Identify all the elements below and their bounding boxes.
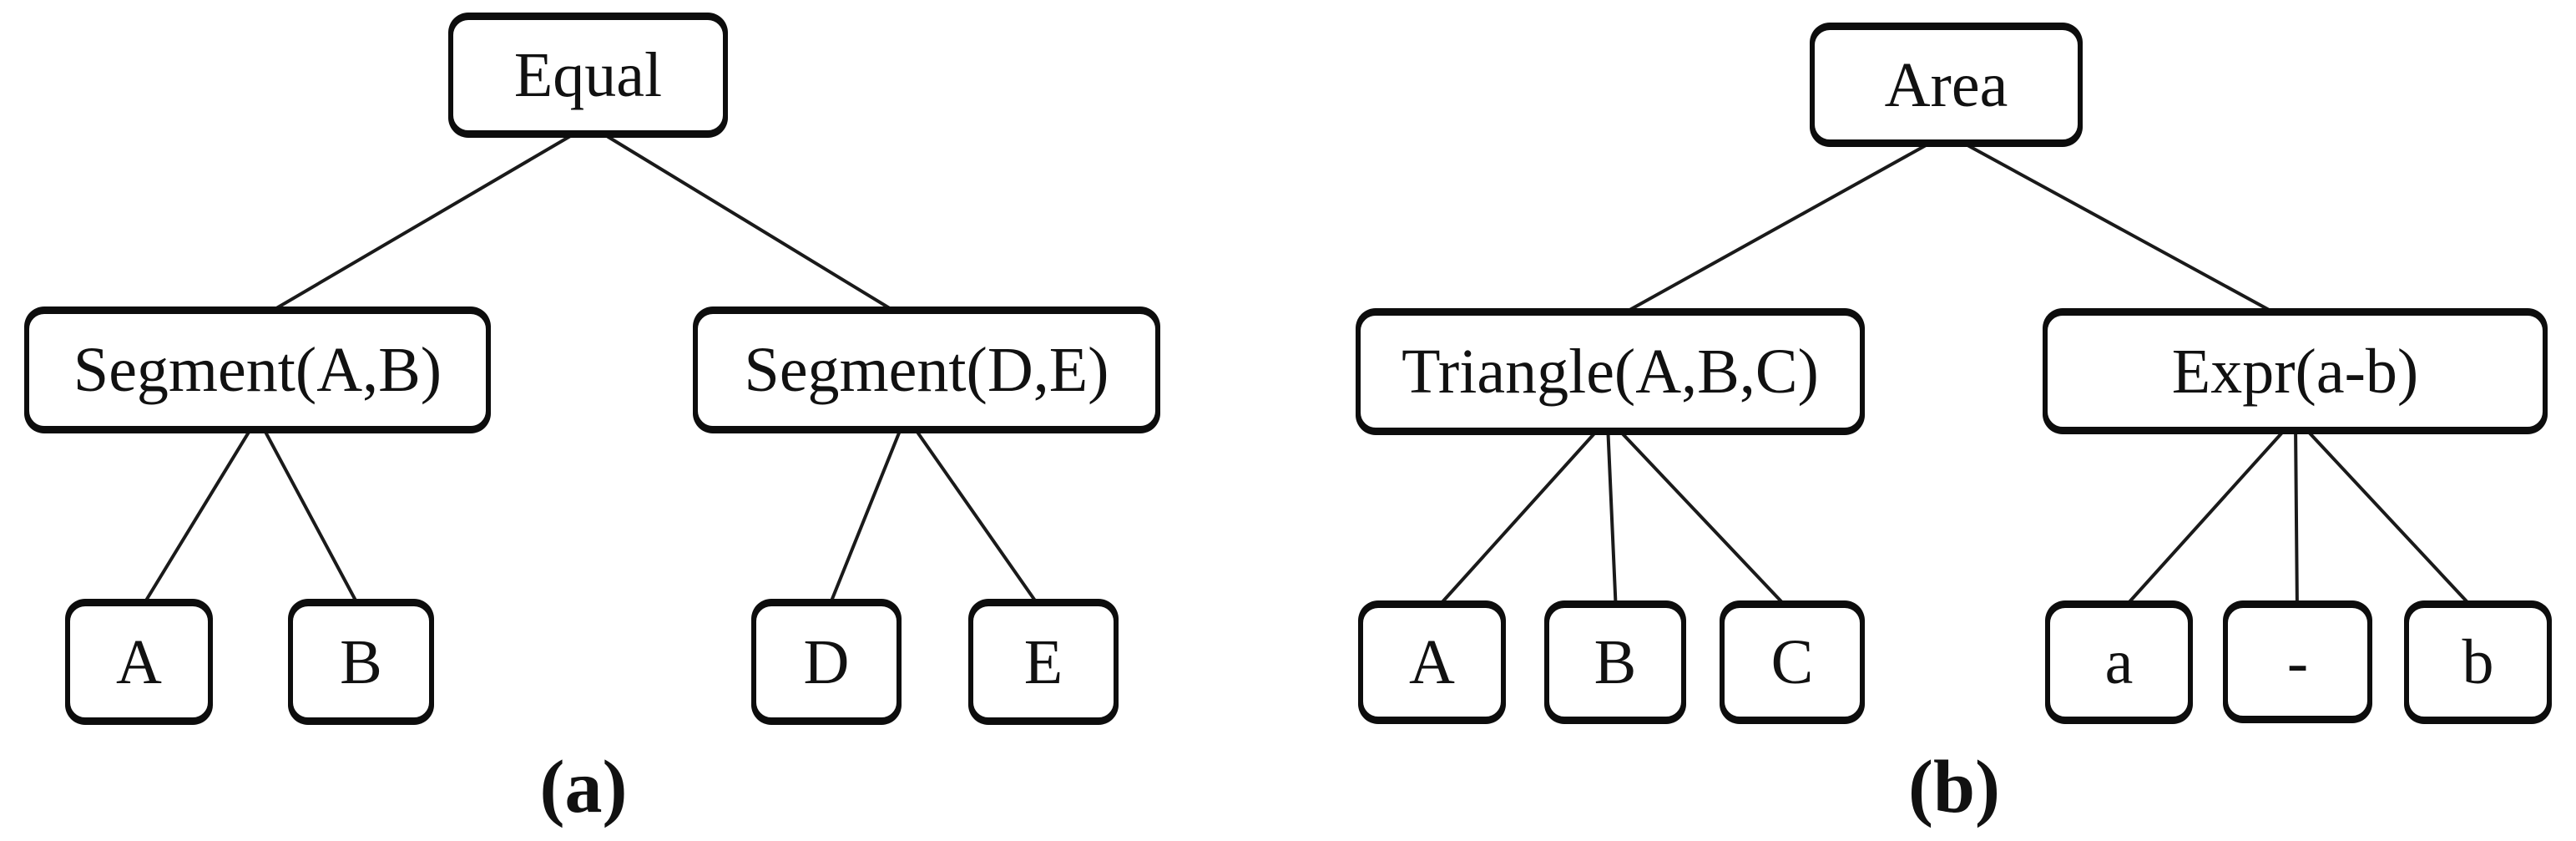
edge-expr-to-b	[2300, 423, 2479, 615]
edge-area-to-triangle	[1609, 134, 1944, 322]
tree-node-segment-ab: Segment(A,B)	[24, 309, 491, 431]
tree-leaf-a-lower: a	[2045, 603, 2193, 722]
tree-leaf-B2: B	[1544, 603, 1686, 722]
edge-area-to-expr	[1949, 134, 2291, 322]
edge-expr-to-minus	[2294, 423, 2299, 615]
tree-leaf-A: A	[65, 601, 213, 722]
edge-equal-to-segment-de	[590, 125, 909, 321]
tree-leaf-C: C	[1720, 603, 1865, 722]
edge-expr-to-a	[2118, 423, 2291, 615]
tree-node-segment-de: Segment(D,E)	[693, 309, 1160, 431]
tree-node-equal: Equal	[448, 15, 728, 135]
tree-leaf-D: D	[751, 601, 902, 722]
tree-leaf-minus: -	[2223, 603, 2372, 721]
edge-equal-to-segment-ab	[256, 125, 588, 321]
panel-caption-b: (b)	[1908, 746, 2000, 828]
panel-caption-a: (a)	[539, 746, 628, 828]
edge-triangle-to-C	[1612, 423, 1794, 615]
edge-triangle-to-B	[1606, 423, 1618, 615]
tree-leaf-B: B	[288, 601, 434, 722]
tree-leaf-E: E	[968, 601, 1119, 722]
edge-segment-de-to-E	[909, 421, 1044, 613]
tree-node-area: Area	[1810, 25, 2083, 144]
edge-segment-ab-to-A	[138, 421, 256, 613]
edge-triangle-to-A	[1431, 423, 1604, 615]
edge-segment-de-to-D	[826, 421, 905, 613]
edge-segment-ab-to-B	[259, 421, 363, 613]
tree-leaf-b-lower: b	[2404, 603, 2552, 722]
tree-node-expr: Expr(a-b)	[2043, 311, 2548, 432]
tree-node-triangle: Triangle(A,B,C)	[1356, 311, 1865, 433]
tree-leaf-A2: A	[1358, 603, 1506, 722]
